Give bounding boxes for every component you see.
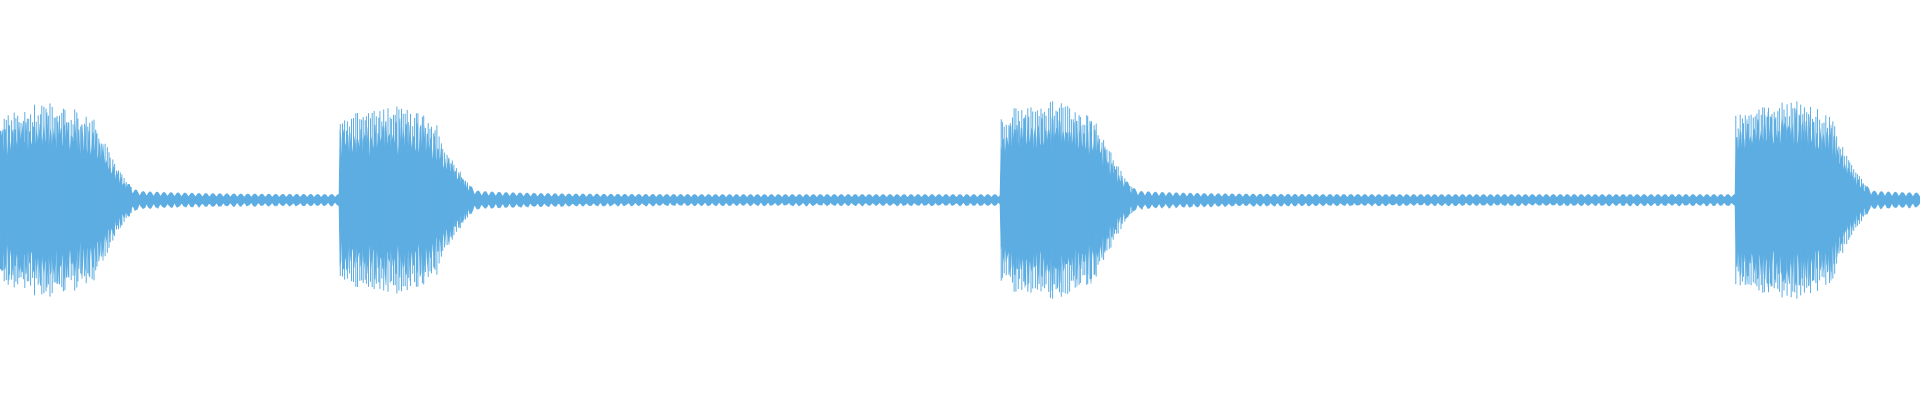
waveform-fill (0, 109, 1920, 291)
waveform-burst (1000, 101, 1133, 299)
waveform-burst (1735, 101, 1868, 299)
waveform-burst (339, 106, 472, 294)
waveform-burst (0, 103, 132, 297)
